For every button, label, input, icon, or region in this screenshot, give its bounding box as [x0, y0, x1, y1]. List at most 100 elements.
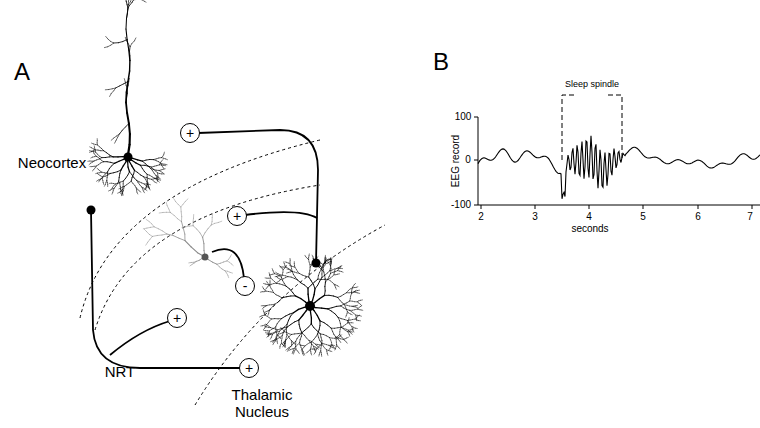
dendrite — [335, 338, 338, 339]
dendrite — [324, 263, 325, 265]
dendrite — [120, 84, 124, 86]
dendrite — [341, 294, 344, 296]
dendrite — [111, 41, 114, 43]
dendrite — [141, 175, 144, 177]
dendrite — [340, 341, 341, 343]
dendrite — [265, 326, 267, 327]
dendrite — [194, 261, 196, 263]
dendrite — [331, 262, 332, 264]
dendrite — [136, 192, 138, 194]
dendrite — [319, 353, 321, 355]
dendrite — [163, 167, 164, 169]
dendrite — [114, 42, 119, 43]
dendrite — [130, 172, 132, 175]
dendrite — [138, 189, 139, 191]
dendrite — [334, 269, 336, 271]
dendrite — [314, 353, 315, 355]
dendrite — [152, 224, 154, 227]
dendrite — [132, 175, 134, 178]
dendrite — [291, 277, 294, 278]
dendrite — [355, 318, 356, 319]
dendrite — [230, 272, 233, 274]
dendrite — [317, 276, 319, 279]
dendrite — [120, 130, 123, 134]
dendrite — [357, 308, 359, 309]
dendrite — [290, 335, 292, 337]
dendrite — [324, 282, 326, 287]
dendrite — [343, 339, 345, 340]
eeg-axes — [474, 117, 760, 209]
dendrite — [361, 299, 363, 300]
dendrite — [126, 19, 128, 30]
dendrite — [328, 276, 330, 279]
dendrite — [113, 188, 115, 190]
dendrite — [272, 340, 274, 342]
dendrite — [94, 160, 97, 161]
dendrite — [268, 312, 269, 314]
dendrite — [287, 269, 289, 270]
dendrite — [352, 286, 354, 288]
dendrite — [350, 306, 353, 307]
dendrite — [351, 331, 353, 332]
soma — [124, 153, 133, 162]
dendrite — [268, 331, 270, 333]
dendrite — [146, 242, 148, 245]
dendrite — [119, 181, 120, 184]
dendrite — [156, 177, 158, 179]
synapse-sign: + — [239, 358, 259, 378]
dendrite — [142, 189, 144, 191]
dendrite — [285, 324, 287, 326]
dendrite — [98, 145, 100, 147]
dendrite — [330, 346, 332, 348]
dendrite — [107, 153, 110, 155]
dendrite — [338, 334, 339, 336]
dendrite — [224, 261, 227, 262]
dendrite — [341, 338, 344, 340]
dendrite — [334, 268, 337, 270]
dendrite — [93, 149, 95, 150]
dendrite — [302, 333, 305, 335]
dendrite — [331, 345, 332, 347]
dendrite — [108, 39, 111, 41]
dendrite — [276, 272, 278, 273]
dendrite — [117, 134, 120, 136]
dendrite — [280, 298, 282, 301]
dendrite — [165, 164, 167, 165]
dendrite — [289, 347, 290, 349]
dendrite — [229, 262, 231, 264]
dendrite — [316, 334, 318, 337]
dendrite — [339, 268, 340, 269]
tick-label: 0 — [465, 154, 471, 166]
dendrite — [330, 266, 332, 269]
dendrite — [284, 343, 285, 345]
dendrite — [290, 271, 292, 273]
dendrite — [330, 351, 332, 353]
dendrite — [284, 346, 286, 347]
nrt-axon — [212, 249, 244, 278]
panel-letter: B — [433, 48, 449, 76]
dendrite — [338, 297, 340, 300]
dendrite — [316, 344, 318, 345]
dendrite — [129, 50, 130, 61]
dendrite — [293, 292, 296, 296]
dendrite — [277, 331, 279, 333]
dendrite — [333, 271, 336, 273]
boundary-line — [95, 185, 320, 330]
dendrite — [279, 347, 280, 349]
dendrite — [148, 239, 150, 242]
dendrite — [332, 345, 333, 347]
dendrite — [346, 323, 348, 325]
dendrite — [344, 303, 347, 304]
dendrite — [97, 168, 99, 170]
dendrite — [270, 276, 272, 278]
dendrite — [303, 311, 307, 316]
dendrite — [94, 146, 95, 148]
dendrite — [317, 348, 319, 349]
dendrite — [276, 340, 277, 342]
dendrite — [186, 226, 190, 228]
dendrite — [271, 318, 274, 319]
dendrite — [145, 186, 147, 188]
dendrite — [275, 276, 277, 277]
dendrite — [128, 172, 130, 175]
